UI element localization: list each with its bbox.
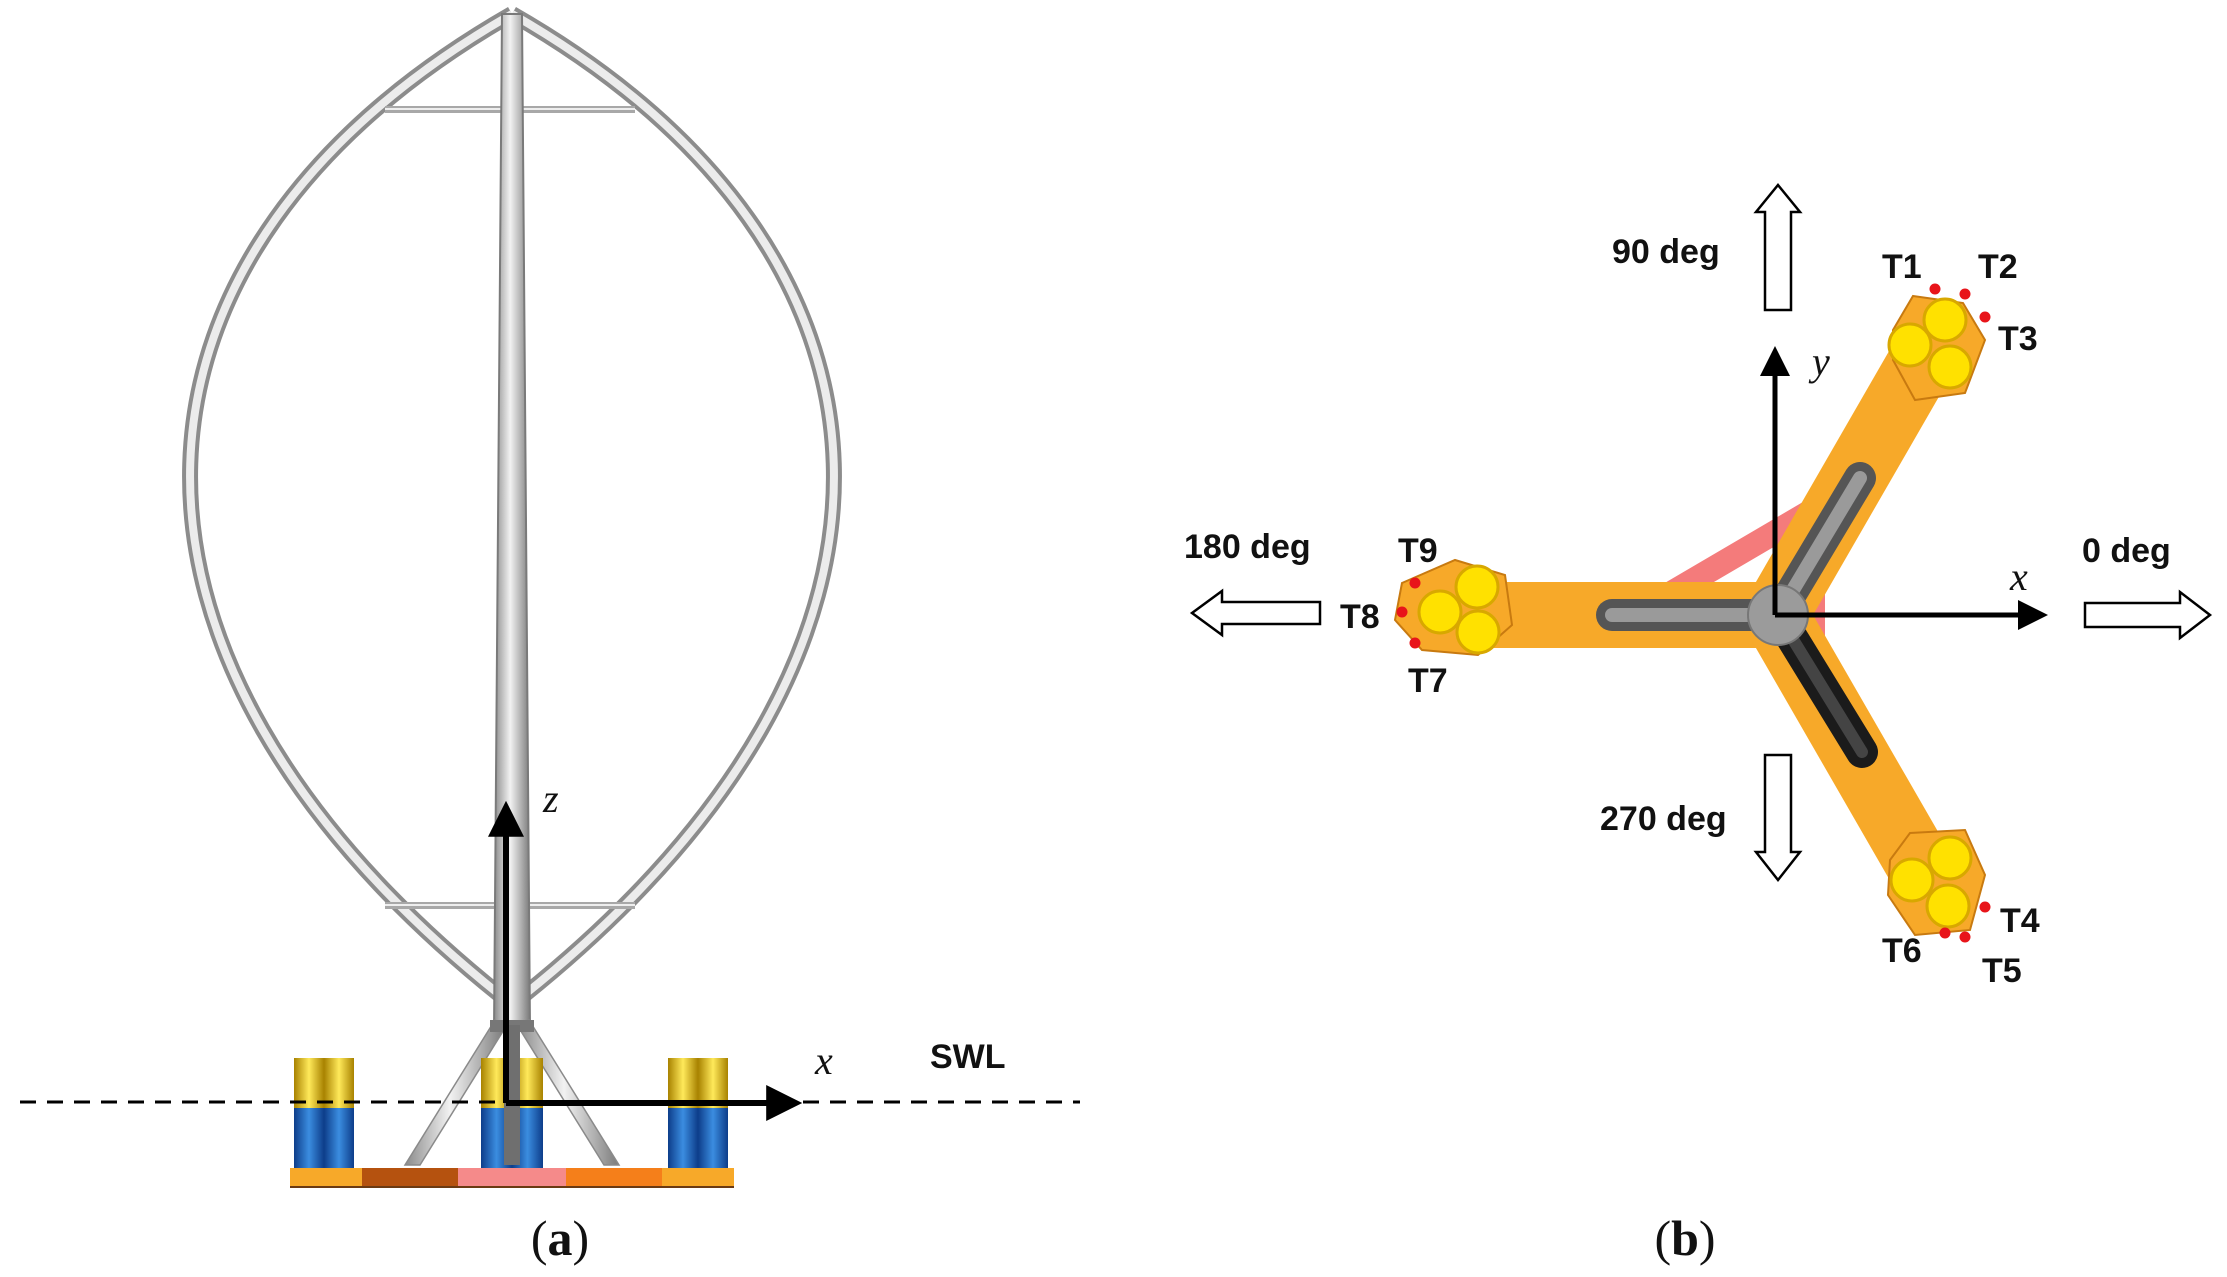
label-t7: T7 bbox=[1408, 662, 1448, 700]
label-t5: T5 bbox=[1982, 952, 2022, 990]
tendon-t8 bbox=[1396, 606, 1408, 618]
z-axis-label: z bbox=[542, 776, 559, 821]
right-column bbox=[668, 1058, 728, 1168]
label-t2: T2 bbox=[1978, 248, 2018, 286]
label-t3: T3 bbox=[1998, 320, 2038, 358]
direction-arrow-90 bbox=[1753, 183, 1803, 312]
pontoon-base bbox=[290, 1168, 734, 1188]
panel-a: z x SWL (a) bbox=[20, 7, 1080, 1266]
caption-a: (a) bbox=[531, 1210, 589, 1266]
tower bbox=[492, 13, 532, 1031]
left-column bbox=[294, 1058, 354, 1168]
label-t9: T9 bbox=[1398, 532, 1438, 570]
tendon-t2 bbox=[1959, 288, 1971, 300]
direction-arrow-180 bbox=[1189, 588, 1322, 638]
y-axis-label: y bbox=[1808, 339, 1830, 384]
tendon-t9 bbox=[1409, 577, 1421, 589]
darrieus-blade bbox=[182, 7, 842, 1002]
label-270-deg: 270 deg bbox=[1600, 800, 1727, 838]
axes-b bbox=[1760, 346, 2048, 630]
center-column bbox=[481, 1025, 543, 1168]
panel-b: y x 90 deg 270 deg 180 deg 0 deg T1 T2 T… bbox=[1184, 183, 2213, 1266]
tendon-t5 bbox=[1959, 931, 1971, 943]
tendon-t4 bbox=[1979, 901, 1991, 913]
tendon-t3 bbox=[1979, 311, 1991, 323]
tendon-points bbox=[1396, 283, 1991, 943]
support-legs bbox=[403, 1018, 621, 1166]
caption-b: (b) bbox=[1654, 1210, 1715, 1266]
tendon-t6 bbox=[1939, 927, 1951, 939]
label-180-deg: 180 deg bbox=[1184, 528, 1311, 566]
label-t1: T1 bbox=[1882, 248, 1922, 286]
rotor-top-view bbox=[1596, 462, 1878, 768]
tendon-t1 bbox=[1929, 283, 1941, 295]
column-cluster-w bbox=[1393, 558, 1514, 657]
axes-a bbox=[488, 800, 803, 1121]
label-0-deg: 0 deg bbox=[2082, 532, 2171, 570]
column-cluster-se bbox=[1886, 828, 1987, 937]
direction-arrow-270 bbox=[1753, 753, 1803, 883]
label-t8: T8 bbox=[1340, 598, 1380, 636]
direction-arrow-0 bbox=[2083, 589, 2213, 641]
x-axis-label-b: x bbox=[2009, 554, 2028, 599]
x-axis-label: x bbox=[814, 1038, 833, 1083]
label-t6: T6 bbox=[1882, 932, 1922, 970]
swl-label: SWL bbox=[930, 1038, 1006, 1076]
label-t4: T4 bbox=[2000, 902, 2040, 940]
column-cluster-ne bbox=[1887, 294, 1987, 402]
label-90-deg: 90 deg bbox=[1612, 233, 1720, 271]
tendon-t7 bbox=[1409, 637, 1421, 649]
